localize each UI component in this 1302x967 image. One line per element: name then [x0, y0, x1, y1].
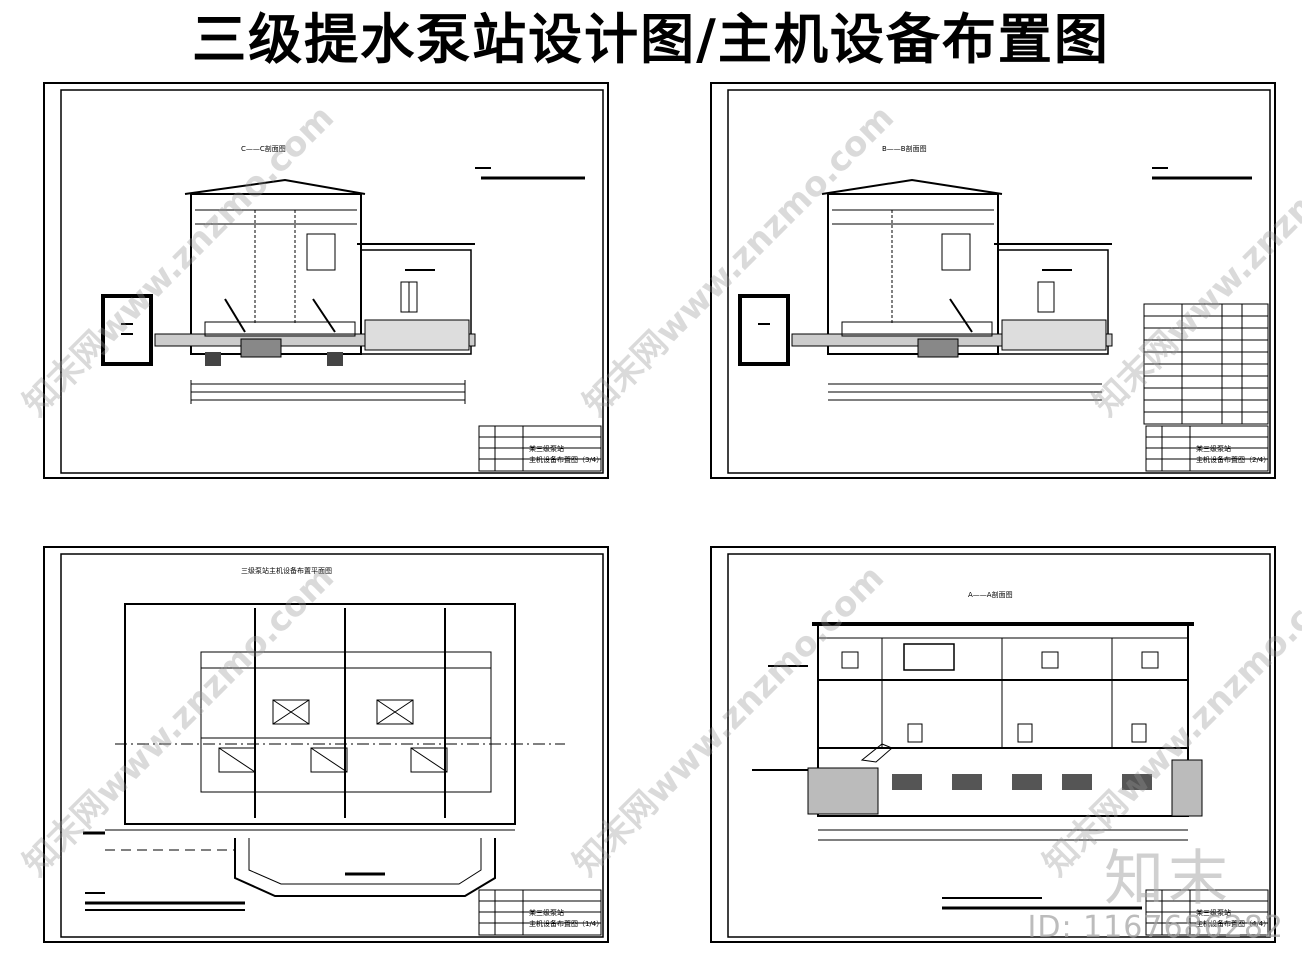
title-block-subtitle: 主机设备布置图（3/4）: [529, 456, 604, 464]
plan-drawing: [60, 553, 604, 938]
a-section-drawing: [727, 553, 1271, 938]
title-block-subtitle: 主机设备布置图（4/4）: [1196, 920, 1271, 928]
drawing-sheet-b-section[interactable]: B——B剖面图 某三级泵站 主机设备布置图（2/4）: [710, 82, 1276, 479]
title-block-subtitle: 主机设备布置图（2/4）: [1196, 456, 1271, 464]
title-block-name: 某三级泵站: [529, 909, 564, 917]
title-block-name: 某三级泵站: [529, 445, 564, 453]
c-section-drawing: [60, 89, 604, 474]
title-block-name: 某三级泵站: [1196, 445, 1231, 453]
drawing-sheet-a-section[interactable]: A——A剖面图 某三级泵站 主机设备布置图（4/4）: [710, 546, 1276, 943]
section-label: 三级泵站主机设备布置平面图: [241, 567, 332, 575]
page-title: 三级提水泵站设计图/主机设备布置图: [192, 7, 1110, 71]
drawing-sheet-plan[interactable]: 三级泵站主机设备布置平面图 某三级泵站 主机设备布置图（1/4）: [43, 546, 609, 943]
image-id-label: ID: 1167686282: [1027, 910, 1284, 945]
section-label: A——A剖面图: [968, 591, 1013, 599]
b-section-drawing: [727, 89, 1271, 474]
section-label: C——C剖面图: [241, 145, 286, 153]
drawing-sheet-c-section[interactable]: C——C剖面图 某三级泵站 主机设备布置图（3/4）: [43, 82, 609, 479]
section-label: B——B剖面图: [882, 145, 927, 153]
title-block-name: 某三级泵站: [1196, 909, 1231, 917]
title-block-subtitle: 主机设备布置图（1/4）: [529, 920, 604, 928]
brand-logo: 知末: [1104, 844, 1232, 914]
